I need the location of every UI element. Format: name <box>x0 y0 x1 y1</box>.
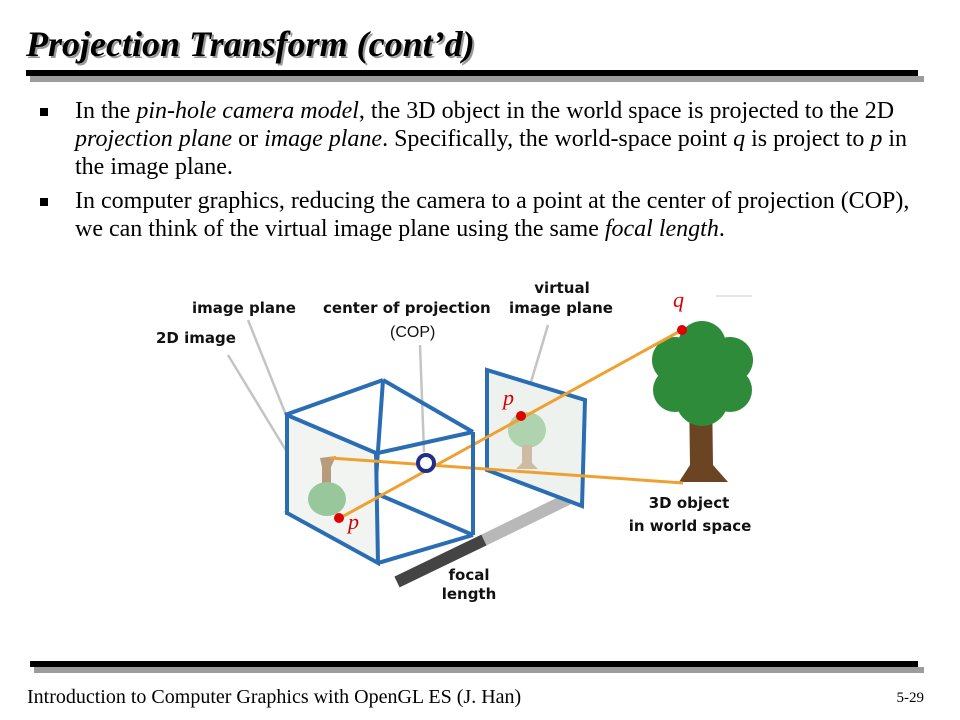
label-virtual: virtual <box>534 279 589 297</box>
footer-course-title: Introduction to Computer Graphics with O… <box>27 686 522 708</box>
title-rule <box>26 70 918 76</box>
page-number: 5-29 <box>896 690 925 706</box>
bullet-text: In the pin-hole camera model, the 3D obj… <box>75 98 907 180</box>
camera-box-edge <box>377 533 474 565</box>
ray-bottom <box>329 456 684 485</box>
text-run: or <box>232 126 265 152</box>
label-point-q: q <box>673 287 684 312</box>
text-run: in the image plane. <box>75 126 908 180</box>
text-run: In the <box>75 98 137 124</box>
italic-term: q <box>733 126 746 152</box>
text-run: , the 3D object in the world space is pr… <box>358 98 895 124</box>
italic-term: pin-hole camera model <box>136 98 359 124</box>
text-run: . <box>718 216 725 242</box>
label-virtual-image-plane: image plane <box>509 299 613 317</box>
leader-line <box>418 344 426 453</box>
camera-box-edge <box>377 430 474 455</box>
camera-box-edge <box>374 491 474 537</box>
virtual-image-canopy <box>508 412 546 448</box>
label-2d-image: 2D image <box>156 329 236 347</box>
title-rule-shadow <box>30 76 924 82</box>
point-p-virtual <box>516 411 526 421</box>
inverted-image-trunk <box>320 456 336 485</box>
bullet-item: In the pin-hole camera model, the 3D obj… <box>40 97 930 181</box>
label-3d-object: 3D object <box>649 494 730 512</box>
bullet-list: In the pin-hole camera model, the 3D obj… <box>40 97 930 249</box>
label-focal: focal <box>449 566 490 584</box>
italic-term: focal length <box>604 216 719 242</box>
italic-term: p <box>870 126 883 152</box>
camera-box-edge <box>381 378 475 434</box>
italic-term: projection plane <box>75 126 233 152</box>
text-run: In computer graphics, reducing the camer… <box>75 188 910 242</box>
point-q <box>677 325 687 335</box>
focal-length-bar-dark <box>394 534 487 588</box>
cop-ring <box>416 453 436 473</box>
bullet-item: In computer graphics, reducing the camer… <box>40 187 930 243</box>
text-run: . Specifically, the world-space point <box>382 126 734 152</box>
italic-term: image plane <box>264 126 383 152</box>
ray-top <box>339 328 683 520</box>
slide-title: Projection Transform (cont’d) <box>26 24 475 64</box>
label-center-of-projection: center of projection <box>323 299 491 317</box>
point-p-image <box>334 513 344 523</box>
inverted-image-canopy <box>308 482 346 516</box>
square-bullet-icon <box>40 108 48 116</box>
leader-line <box>246 319 290 421</box>
leader-line <box>526 324 550 393</box>
label-point-p-virtual: p <box>501 385 514 410</box>
bullet-text: In computer graphics, reducing the camer… <box>75 188 909 242</box>
label-image-plane: image plane <box>192 299 296 317</box>
label-cop: (COP) <box>390 324 435 341</box>
camera-box-edge <box>284 378 384 417</box>
label-length: length <box>442 585 497 603</box>
tree-canopy <box>652 321 753 426</box>
footer-rule <box>30 661 918 667</box>
focal-length-bar-light <box>481 493 571 546</box>
footer-rule-shadow <box>34 667 924 673</box>
square-bullet-icon <box>40 198 48 206</box>
text-run: is project to <box>745 126 871 152</box>
label-point-p-image: p <box>346 509 359 534</box>
virtual-image-trunk <box>516 445 538 469</box>
label-in-world-space: in world space <box>629 517 752 535</box>
